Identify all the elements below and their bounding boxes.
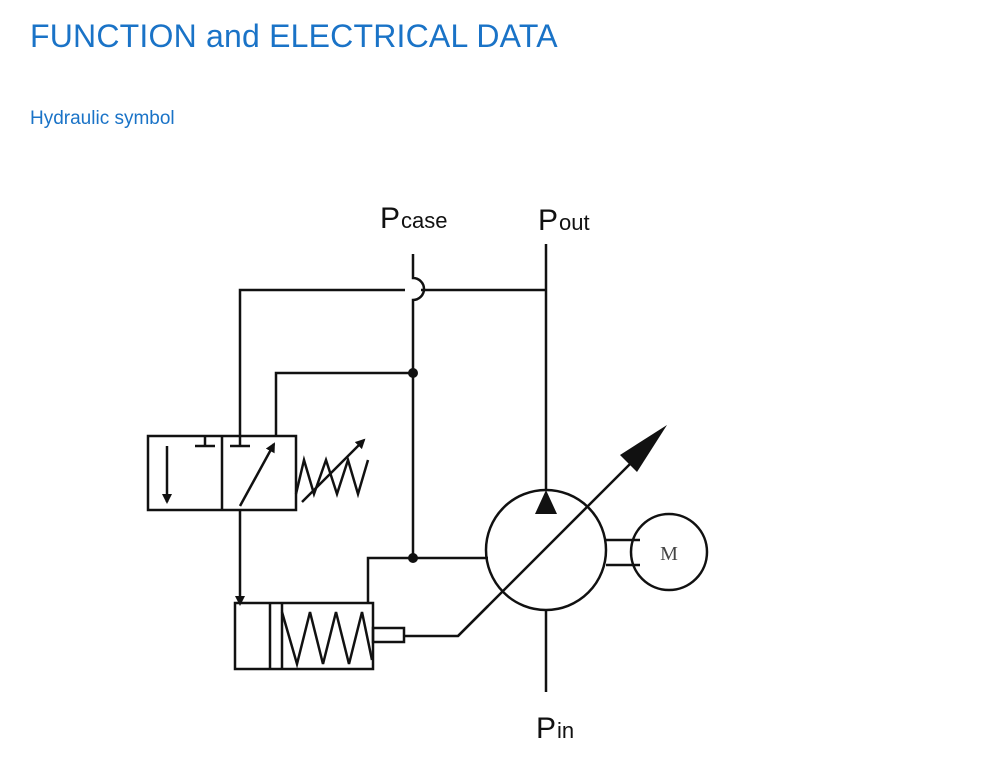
electric-motor-circle bbox=[629, 512, 709, 592]
page-title: FUNCTION and ELECTRICAL DATA bbox=[30, 18, 558, 54]
section-subtitle: Hydraulic symbol bbox=[30, 108, 175, 129]
port-in-label: Pin bbox=[536, 712, 574, 745]
valve-adjustable-spring bbox=[294, 455, 370, 499]
pilot-line-top bbox=[238, 288, 546, 435]
case-drain-line bbox=[411, 254, 426, 560]
junction-dot-upper bbox=[408, 368, 418, 378]
pump-variable-arrow bbox=[457, 445, 649, 637]
port-out-label: Pout bbox=[538, 204, 590, 237]
motor-label: M bbox=[660, 543, 678, 565]
cylinder-spring bbox=[280, 611, 374, 669]
pump-direction-triangle bbox=[535, 490, 557, 514]
cylinder-linkage bbox=[404, 605, 489, 638]
pressure-line-lower bbox=[366, 556, 488, 603]
cylinder-rod bbox=[371, 626, 406, 644]
spring-adjust-arrow bbox=[301, 438, 366, 503]
port-case-label: Pcase bbox=[380, 202, 448, 235]
valve-diagonal-arrow bbox=[238, 442, 276, 507]
pilot-line-middle bbox=[274, 371, 413, 435]
